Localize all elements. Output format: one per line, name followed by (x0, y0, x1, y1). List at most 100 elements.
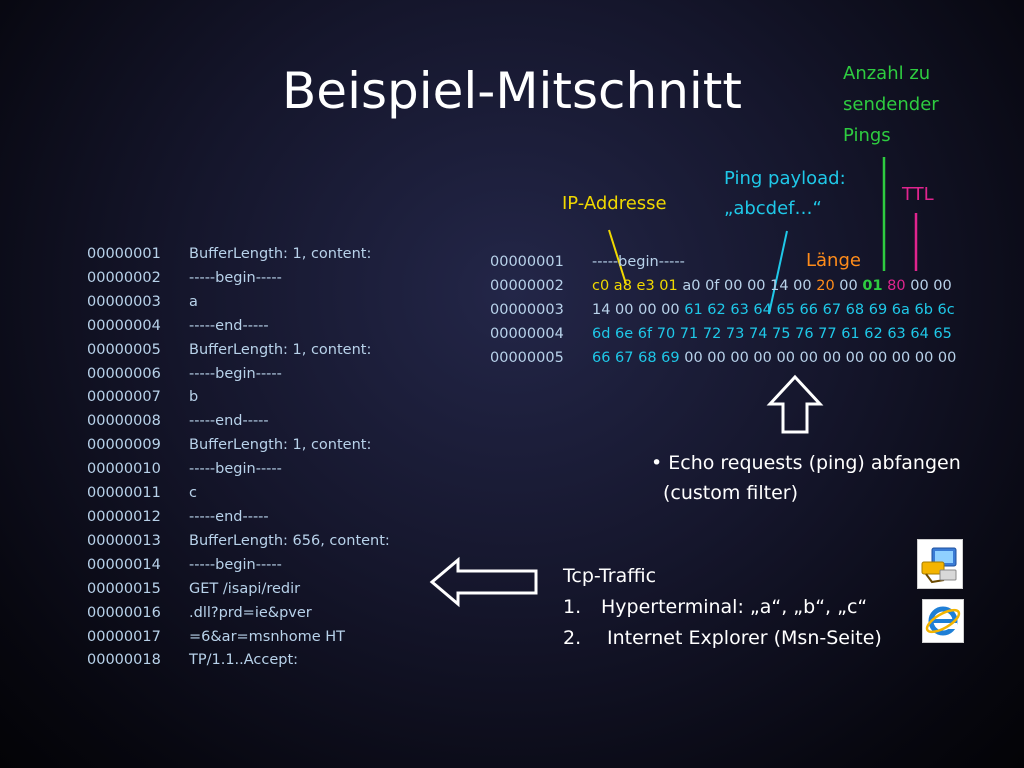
log-line-text: BufferLength: 1, content: (189, 341, 372, 358)
log-line-text: BufferLength: 1, content: (189, 246, 372, 262)
log-row: 00000004 -----end----- (87, 315, 390, 339)
log-line-text: GET /isapi/redir (189, 580, 301, 597)
hex-segment: 80 (887, 277, 906, 294)
log-line-text: -----begin----- (189, 269, 282, 286)
log-line-number: 00000006 (87, 365, 161, 382)
slide-title: Beispiel-Mitschnitt (282, 62, 742, 120)
tcp-traffic-block: Tcp-Traffic 1. Hyperterminal: „a“, „b“, … (563, 561, 882, 654)
hex-line-number: 00000005 (490, 349, 564, 366)
log-row: 00000018 TP/1.1..Accept: (87, 649, 390, 673)
log-line-number: 00000014 (87, 556, 161, 573)
log-line-number: 00000004 (87, 317, 161, 334)
log-row: 00000010 -----begin----- (87, 458, 390, 482)
hex-segment: -----begin----- (592, 254, 685, 270)
log-line-number: 00000011 (87, 485, 161, 502)
log-line-text: BufferLength: 656, content: (189, 532, 390, 549)
log-line-text: b (189, 389, 199, 406)
log-line-number: 00000003 (87, 293, 161, 310)
item-2-number: 2. (563, 627, 582, 649)
log-line-number: 00000010 (87, 461, 161, 478)
ip-address-annotation: IP-Addresse (562, 193, 667, 214)
log-line-number: 00000005 (87, 341, 161, 358)
hex-bytes: -----begin----- (592, 251, 685, 275)
log-line-text: =6&ar=msnhome HT (189, 628, 346, 645)
echo-request-bullet: • Echo requests (ping) abfangen (custom … (651, 448, 961, 508)
tcp-traffic-item-1: 1. Hyperterminal: „a“, „b“, „c“ (563, 592, 882, 623)
payload-line-2: „abcdef…“ (724, 198, 822, 219)
hex-segment: 00 00 (905, 277, 952, 294)
hex-segment: a0 0f 00 00 14 00 (677, 277, 817, 294)
log-row: 00000006 -----begin----- (87, 363, 390, 387)
hex-segment: 01 (862, 277, 883, 294)
log-line-text: .dll?prd=ie&pver (189, 604, 312, 621)
log-line-number: 00000016 (87, 604, 161, 621)
log-row: 00000003 a (87, 291, 390, 315)
log-line-number: 00000015 (87, 580, 161, 597)
log-line-number: 00000008 (87, 413, 161, 430)
log-row: 00000011 c (87, 482, 390, 506)
hex-bytes: 6d 6e 6f 70 71 72 73 74 75 76 77 61 62 6… (592, 323, 952, 347)
hex-row: 00000005 66 67 68 69 00 00 00 00 00 00 00… (490, 347, 956, 371)
log-line-number: 00000007 (87, 389, 161, 406)
log-line-text: a (189, 293, 198, 310)
log-line-number: 00000017 (87, 628, 161, 645)
hex-row: 00000004 6d 6e 6f 70 71 72 73 74 75 76 77… (490, 323, 956, 347)
internet-explorer-icon-graphic (925, 606, 961, 636)
internet-explorer-icon (922, 599, 964, 643)
hyperterminal-icon-graphic (921, 547, 957, 584)
log-line-number: 00000012 (87, 508, 161, 525)
log-line-text: -----end----- (189, 317, 269, 334)
log-line-text: TP/1.1..Accept: (189, 652, 299, 669)
tcp-traffic-item-2: 2. Internet Explorer (Msn-Seite) (563, 623, 882, 654)
hex-segment: 66 67 68 69 (592, 349, 680, 366)
hex-line-number: 00000004 (490, 325, 564, 342)
hex-segment: 14 00 00 00 (592, 301, 685, 318)
hex-segment: 00 00 00 00 00 00 00 00 00 00 00 00 (679, 349, 957, 366)
log-line-text: c (189, 485, 197, 502)
ip-address-pointer (608, 229, 627, 285)
ping-count-annotation: Anzahl zu sendender Pings (843, 58, 939, 151)
hyperterminal-icon (917, 539, 963, 589)
hex-bytes: c0 a8 e3 01 a0 0f 00 00 14 00 20 00 01 8… (592, 275, 952, 299)
bullet-line-1: • Echo requests (ping) abfangen (651, 452, 961, 474)
up-arrow-icon (766, 374, 824, 434)
item-1-number: 1. (563, 596, 582, 618)
log-line-text: -----begin----- (189, 365, 282, 382)
tcp-traffic-heading: Tcp-Traffic (563, 565, 657, 587)
ttl-annotation: TTL (902, 184, 934, 205)
ping-count-line-2: sendender (843, 94, 939, 115)
log-line-text: -----begin----- (189, 461, 282, 478)
log-line-text: -----end----- (189, 413, 269, 430)
log-row: 00000008 -----end----- (87, 410, 390, 434)
hex-segment: c0 a8 e3 01 (592, 277, 678, 294)
hex-segment: 20 (816, 277, 835, 294)
log-line-number: 00000013 (87, 532, 161, 549)
payload-pointer (768, 230, 788, 315)
log-row: 00000012-----end----- (87, 506, 390, 530)
log-line-text: BufferLength: 1, content: (189, 437, 372, 454)
hex-line-number: 00000001 (490, 254, 564, 270)
hex-segment: 6d 6e 6f 70 71 72 73 74 75 76 77 61 62 6… (592, 325, 952, 342)
log-line-number: 00000018 (87, 652, 161, 669)
log-line-number: 00000009 (87, 437, 161, 454)
log-row: 00000002 -----begin----- (87, 267, 390, 291)
length-annotation: Länge (806, 250, 861, 271)
log-line-number: 00000001 (87, 246, 161, 262)
hex-row: 00000001 -----begin----- (490, 251, 956, 275)
log-line-number: 00000002 (87, 269, 161, 286)
hex-segment: 00 (834, 277, 863, 294)
left-arrow-icon (429, 556, 538, 608)
log-row: 00000009 BufferLength: 1, content: (87, 434, 390, 458)
payload-annotation: Ping payload: „abcdef…“ (724, 164, 846, 224)
hex-bytes: 14 00 00 00 61 62 63 64 65 66 67 68 69 6… (592, 299, 955, 323)
log-row: 00000005 BufferLength: 1, content: (87, 339, 390, 363)
log-row: 00000001 BufferLength: 1, content: (87, 243, 390, 267)
log-row: 00000007 b (87, 386, 390, 410)
log-row: 00000016 .dll?prd=ie&pver (87, 602, 390, 626)
bullet-line-2: (custom filter) (663, 482, 799, 504)
ping-count-line-1: Anzahl zu (843, 63, 931, 84)
